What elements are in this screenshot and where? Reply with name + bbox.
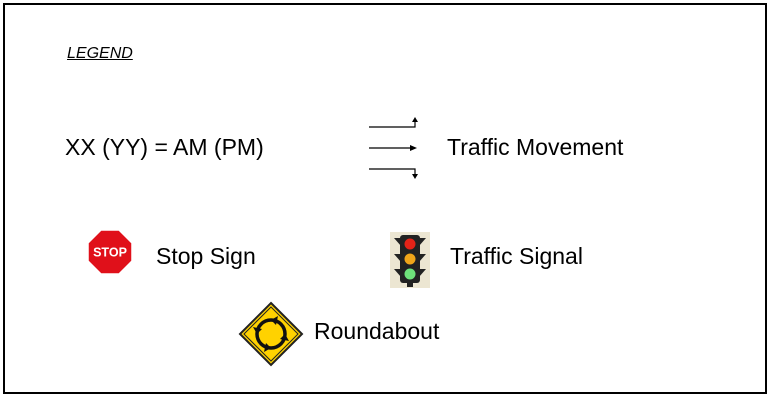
stop-sign-text: STOP xyxy=(93,246,127,260)
traffic-signal-label: Traffic Signal xyxy=(450,243,583,269)
legend-title: LEGEND xyxy=(67,45,133,62)
am-pm-note: XX (YY) = AM (PM) xyxy=(65,134,264,160)
stop-sign-label: Stop Sign xyxy=(156,243,256,269)
traffic-signal-icon xyxy=(390,232,430,288)
roundabout-label: Roundabout xyxy=(314,318,440,344)
traffic-movement-label: Traffic Movement xyxy=(447,134,624,160)
roundabout-sign-icon xyxy=(238,301,304,367)
traffic-movement-arrows-icon xyxy=(369,117,418,179)
stop-sign-icon: STOP xyxy=(87,229,133,275)
legend-box: LEGEND XX (YY) = AM (PM) Traffic Movemen… xyxy=(3,3,767,394)
